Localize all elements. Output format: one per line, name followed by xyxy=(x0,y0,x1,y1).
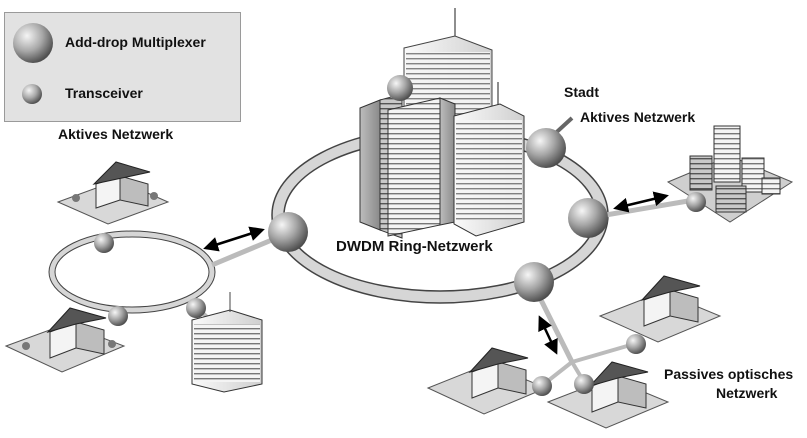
adm-node-top-right xyxy=(526,128,566,168)
transceiver-city xyxy=(387,75,413,101)
label-left-active-network: Aktives Netzwerk xyxy=(58,126,174,142)
transceiver-passive-a xyxy=(626,334,646,354)
house-bottom-left xyxy=(4,307,126,373)
legend-adm-label: Add-drop Multiplexer xyxy=(65,34,206,50)
transceiver-left-bldg xyxy=(186,298,206,318)
right-district xyxy=(666,125,794,223)
label-city: Stadt xyxy=(564,84,599,100)
adm-node-left xyxy=(268,212,308,252)
label-right-active-network: Aktives Netzwerk xyxy=(580,109,696,125)
label-dwdm-ring: DWDM Ring-Netzwerk xyxy=(336,238,493,255)
legend-transceiver-icon xyxy=(22,84,42,104)
house-passive-top xyxy=(598,275,722,343)
arrow-right xyxy=(613,191,669,213)
label-passive-line1: Passives optisches xyxy=(664,366,794,382)
left-ring-edge xyxy=(48,230,216,314)
left-ring-edge-inner xyxy=(54,236,210,308)
adm-node-right xyxy=(568,198,608,238)
label-passive-line2: Netzwerk xyxy=(716,385,778,401)
legend-adm-icon xyxy=(13,23,53,63)
house-top-left xyxy=(56,161,170,225)
adm-node-bottom xyxy=(514,262,554,302)
transceiver-left-bottom xyxy=(108,306,128,326)
transceiver-right xyxy=(686,192,706,212)
link-passive-a xyxy=(571,342,635,364)
transceiver-passive-c xyxy=(574,374,594,394)
legend-transceiver-label: Transceiver xyxy=(65,85,143,101)
house-passive-bottom xyxy=(546,361,670,429)
house-passive-left xyxy=(426,347,548,415)
left-ring xyxy=(49,231,215,313)
transceiver-passive-b xyxy=(532,376,552,396)
arrow-left xyxy=(203,226,265,252)
arrow-passive xyxy=(538,315,558,355)
city-buildings xyxy=(359,8,525,239)
legend-panel: Add-drop Multiplexer Transceiver xyxy=(4,12,241,122)
left-office-building xyxy=(191,292,263,393)
transceiver-left-top xyxy=(94,233,114,253)
